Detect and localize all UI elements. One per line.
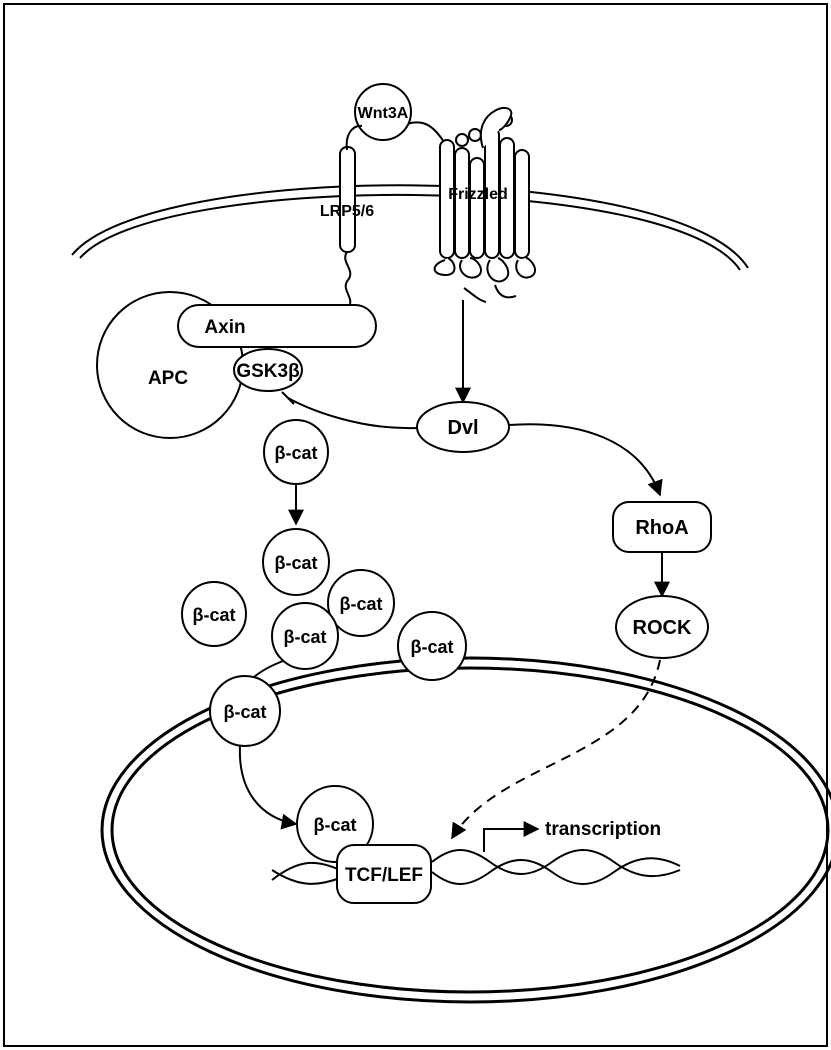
dna-helix — [271, 849, 681, 885]
bcat-node-6 — [397, 611, 467, 681]
cell-membrane — [71, 184, 749, 271]
rock-label: ROCK — [633, 617, 692, 639]
bcat-node-nuclear — [296, 785, 374, 863]
bcat-label-7: β-cat — [224, 702, 267, 722]
frizzled-label: Frizzled — [448, 186, 508, 203]
bcat-label-5: β-cat — [284, 627, 327, 647]
bcat-node-5 — [271, 602, 339, 670]
transcription-start-arrow — [483, 821, 540, 852]
bcat-label-nuclear: β-cat — [314, 815, 357, 835]
axin-node — [177, 304, 377, 348]
rock-node — [615, 595, 709, 659]
frizzled-receptor: Frizzled — [394, 107, 536, 303]
transcription-label: transcription — [545, 819, 661, 840]
bcat-node-2 — [262, 528, 330, 596]
apc-label: APC — [148, 368, 188, 389]
axin-label: Axin — [204, 317, 245, 338]
bcat-node-7 — [209, 675, 281, 747]
gsk3b-label: GSK3β — [236, 361, 299, 382]
destruction-complex: Axin APC GSK3β — [96, 291, 377, 439]
bcat-to-nucleus-arrow — [238, 745, 298, 830]
bcat-node-3 — [181, 581, 247, 647]
bcat-label-1: β-cat — [275, 443, 318, 463]
tcf-lef-label: TCF/LEF — [345, 865, 423, 886]
beta-catenin-group: β-cat β-cat β-cat β-cat β-cat β-cat β-ca… — [181, 419, 467, 863]
bcat-label-6: β-cat — [411, 637, 454, 657]
lrp-label: LRP5/6 — [320, 203, 374, 220]
rock-to-tcf-arrow — [451, 659, 661, 840]
rhoa-label: RhoA — [635, 517, 688, 539]
bcat-node-4 — [327, 569, 395, 637]
dvl-label: Dvl — [447, 417, 478, 439]
wnt3a-ligand: Wnt3A — [345, 83, 412, 151]
wnt3a-label: Wnt3A — [358, 105, 409, 122]
figure-border — [3, 3, 828, 1047]
bcat-label-2: β-cat — [275, 553, 318, 573]
dvl-node — [416, 401, 510, 453]
bcat-label-4: β-cat — [340, 594, 383, 614]
nucleus — [100, 656, 831, 1004]
dvl-to-rhoa-arrow — [508, 423, 663, 497]
gsk3b-node — [233, 348, 303, 392]
bcat-label-3: β-cat — [193, 605, 236, 625]
rhoa-node — [612, 501, 712, 553]
dvl-inhibits-gsk3b — [281, 391, 418, 430]
tcf-lef-node — [336, 844, 432, 904]
lrp-receptor — [339, 146, 356, 309]
